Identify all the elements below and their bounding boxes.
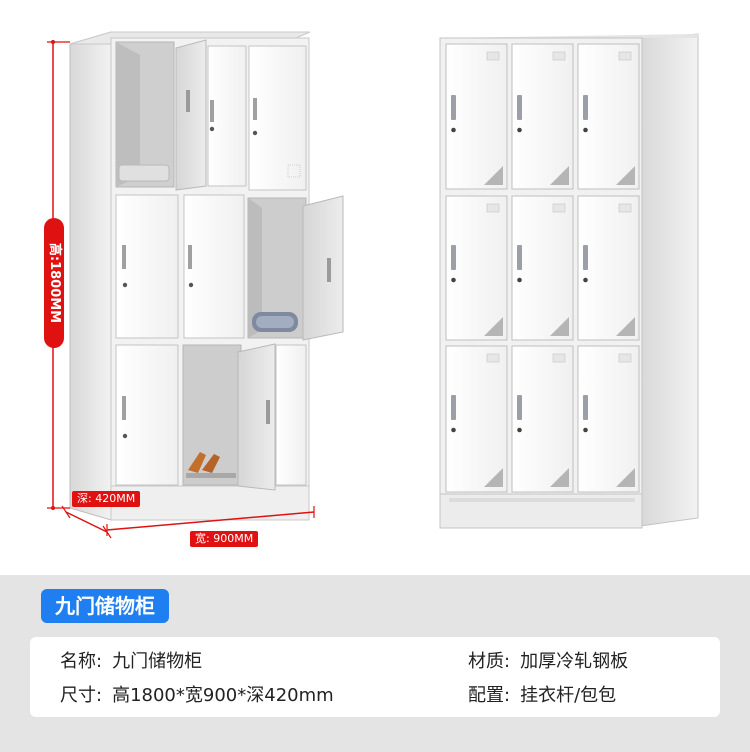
spec-name-key: 名称: [60,651,103,672]
spec-size: 尺寸: 高1800*宽900*深420mm [60,681,334,707]
spec-size-key: 尺寸: [60,685,103,706]
width-dimension-line [106,506,315,536]
spec-material: 材质: 加厚冷轧钢板 [468,647,628,673]
depth-dimension-label: 深: 420MM [72,491,141,507]
width-dimension-label: 宽: 900MM [190,531,259,547]
spec-material-key: 材质: [468,651,511,672]
spec-config-value: 挂衣杆/包包 [520,685,617,706]
spec-config-key: 配置: [468,685,511,706]
right-cabinet [439,33,699,529]
spec-size-value: 高1800*宽900*深420mm [112,685,334,706]
spec-name-value: 九门储物柜 [112,651,203,672]
cabinet-illustration [47,31,699,539]
right-door-grid [445,43,640,493]
left-cabinet [69,31,344,521]
product-title: 九门储物柜 [41,589,169,623]
spec-material-value: 加厚冷轧钢板 [520,651,629,672]
height-dimension-label: 高:1800MM [44,218,64,348]
spec-box: 名称:九门储物柜 尺寸:高1800*宽900*深420mm 材质:加厚冷轧钢板 … [30,637,720,717]
spec-config: 配置: 挂衣杆/包包 [468,681,616,707]
height-dimension-text: 高:1800MM [47,242,63,324]
spec-name: 名称: 九门储物柜 [60,647,202,673]
product-image-area: 高:1800MM 深: 420MM 宽: 900MM [44,31,699,547]
spec-panel: 九门储物柜 名称: 九门储物柜 尺寸: 高1800*宽900*深420mm 材质: 加… [0,575,750,752]
